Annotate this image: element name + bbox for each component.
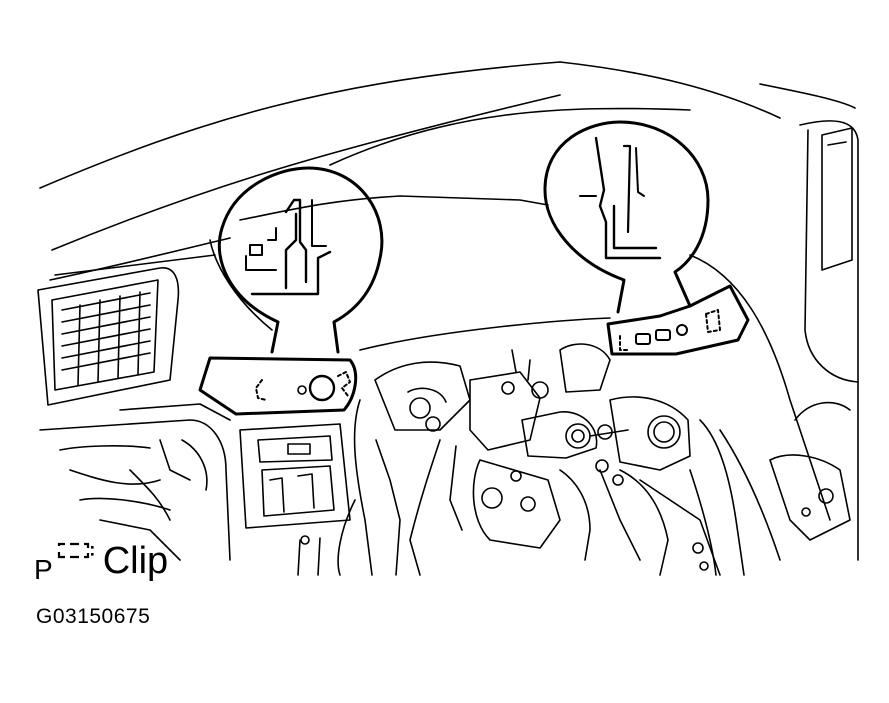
left-trim-panel	[198, 356, 358, 416]
dashed-clip-icon	[57, 542, 94, 559]
steering-column-assembly	[374, 343, 781, 576]
right-lower-bracket	[769, 401, 851, 541]
lower-left-switches	[239, 399, 401, 576]
right-trim-panel	[606, 284, 750, 356]
left-detail-callout	[217, 166, 384, 354]
figure-code: G03150675	[36, 605, 151, 628]
legend: P Clip	[34, 536, 168, 586]
legend-clip-label: Clip	[102, 540, 169, 582]
left-lower-trim	[39, 403, 231, 561]
right-detail-callout	[543, 120, 710, 314]
legend-prefix: P	[34, 554, 53, 585]
dashboard-outline	[39, 61, 859, 561]
left-air-vent	[37, 267, 180, 406]
